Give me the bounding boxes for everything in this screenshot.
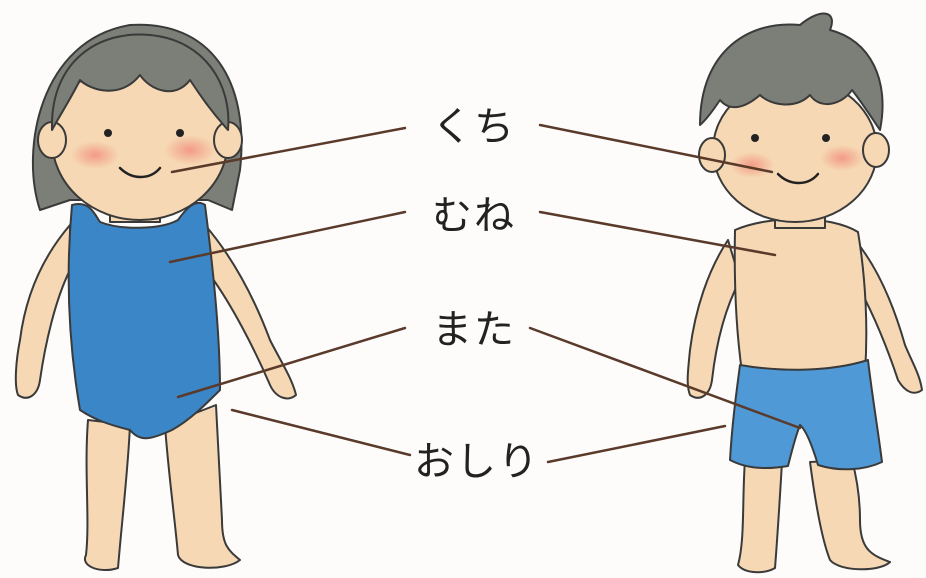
leader-line-crotch-girl [176,326,407,399]
boy-right-ear [862,132,890,168]
boy-swim-trunks [729,359,883,471]
boy-torso [733,218,868,373]
boy-right-arm [854,239,923,394]
girl-left-cheek [71,141,119,169]
leader-line-crotch-boy [528,326,802,430]
leader-line-buttocks-boy [546,424,727,464]
boy-right-cheek [820,145,864,171]
girl-right-cheek [164,135,216,165]
girl-left-arm [14,224,71,399]
leader-line-chest-boy [538,210,777,257]
boy-left-leg [737,459,783,574]
girl-swimsuit [67,201,221,440]
girl-fringe [50,33,230,131]
leader-line-mouth-girl [170,126,407,174]
boy-right-leg [809,459,891,571]
girl-mouth [118,166,162,179]
boy-mouth [776,172,820,185]
girl-right-arm [204,224,297,400]
boy-left-ear [698,137,726,173]
label-crotch: また [432,307,516,353]
boy-right-eye [822,134,830,142]
girl-right-leg [164,404,241,569]
boy-left-arm [686,239,741,399]
label-mouth: くち [432,104,516,150]
boy-left-eye [751,134,759,142]
label-chest: むね [432,193,516,239]
girl-left-leg [83,419,131,572]
leader-lines [168,123,802,464]
boy-left-cheek [730,152,774,178]
boy-hair [699,12,884,131]
girl-left-eye [104,129,112,137]
leader-line-chest-girl [168,210,407,264]
girl-figure [14,23,297,572]
leader-line-mouth-boy [538,123,774,174]
girl-right-eye [176,129,184,137]
leader-line-buttocks-girl [230,408,412,457]
boy-figure [686,12,923,574]
label-buttocks: おしり [414,439,540,485]
